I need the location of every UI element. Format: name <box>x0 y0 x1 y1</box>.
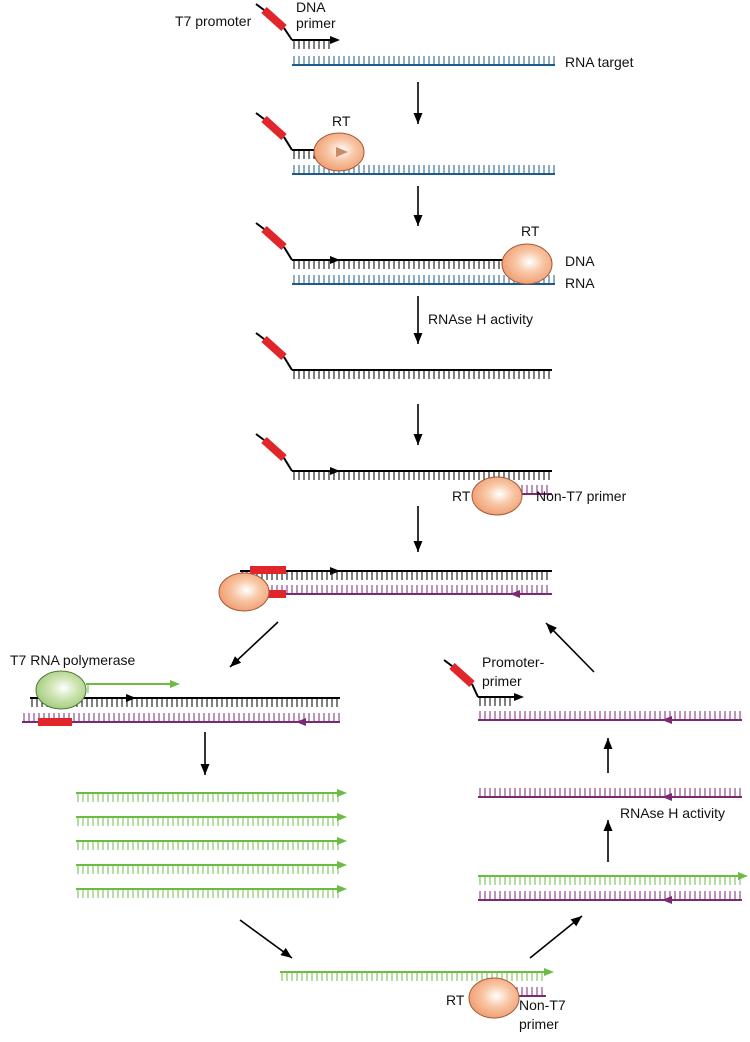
label-t7-promoter: T7 promoter <box>175 13 252 29</box>
rna-copy-arrowhead-2 <box>337 813 347 821</box>
purple-arrowhead-left <box>296 718 306 726</box>
label-t7-rna-polymerase: T7 RNA polymerase <box>10 652 135 668</box>
rna-copy-arrowhead-3 <box>337 837 347 845</box>
label-rna: RNA <box>565 275 595 291</box>
promoter-step5 <box>255 433 293 472</box>
cdna-right-top <box>478 711 742 721</box>
dna-arrowhead-step5 <box>330 467 340 475</box>
promoter-primer-strand <box>478 696 515 706</box>
rna-copy-arrowhead-4 <box>337 861 347 869</box>
t7-transcript <box>86 683 170 693</box>
rna-dna-top-right <box>478 875 742 885</box>
flow-arrow-11 <box>603 738 613 773</box>
rna-target-step1 <box>292 56 555 66</box>
dsdna-bottom-step6 <box>240 585 552 595</box>
strands-layer <box>22 3 748 1000</box>
label-rnase-h-activity-2: RNAse H activity <box>620 805 725 821</box>
promoter-step2 <box>255 112 293 151</box>
label-non-t7-primer-2-line2: primer <box>519 1016 559 1032</box>
label-non-t7-primer-1: Non-T7 primer <box>536 488 627 504</box>
rna-copy-bottom <box>280 971 546 981</box>
label-dna-primer-line2: primer <box>296 15 336 31</box>
cdna-right <box>478 788 742 798</box>
rna-copy-5 <box>76 888 340 898</box>
label-rt-step5: RT <box>452 488 471 504</box>
labels: T7 promoter DNA primer RNA target RT RT … <box>10 0 725 1032</box>
rt-enzyme-bottom <box>468 977 520 1019</box>
flow-arrow-4 <box>413 404 423 445</box>
label-dna: DNA <box>565 253 595 269</box>
dna-arrowhead-step6 <box>330 567 340 575</box>
rt-enzyme-step6 <box>218 572 270 612</box>
rt-enzyme-step3 <box>501 243 553 285</box>
rna-copy-bottom-arrowhead <box>544 968 554 976</box>
template-bottom-left <box>22 713 340 723</box>
flow-arrow-8 <box>239 919 293 959</box>
label-dna-primer-line1: DNA <box>296 0 326 15</box>
flow-arrow-10 <box>603 820 613 862</box>
label-promoter-primer-line2: primer <box>482 673 522 689</box>
promoter-step1 <box>255 3 293 41</box>
flow-arrow-9 <box>529 915 583 959</box>
promoter-step4 <box>255 332 293 371</box>
rna-arrowhead-right <box>738 872 748 880</box>
promoter-primer-arrowhead <box>514 693 524 701</box>
rt-arrowhead-step2 <box>336 147 348 157</box>
label-promoter-primer-line1: Promoter- <box>482 654 545 670</box>
rna-copy-3 <box>76 840 340 850</box>
rna-copy-arrowhead-5 <box>337 885 347 893</box>
rna-dna-bottom-right <box>478 891 742 901</box>
rna-copy-1 <box>76 792 340 802</box>
flow-arrow-6 <box>229 621 279 668</box>
purple-arrowhead-right-3 <box>662 716 672 724</box>
dna-arrowhead-step3 <box>330 256 340 264</box>
cdna-step4 <box>292 369 552 379</box>
dna-arrowhead-left <box>126 694 136 702</box>
label-rna-target: RNA target <box>565 54 634 70</box>
dsdna-top-step6 <box>240 570 552 580</box>
enzymes-layer <box>35 132 553 1019</box>
label-non-t7-primer-2-line1: Non-T7 <box>519 997 566 1013</box>
flow-arrow-2 <box>413 186 423 226</box>
t7-rna-polymerase <box>35 670 87 710</box>
flow-arrow-7 <box>200 732 210 775</box>
flow-arrow-12 <box>545 622 595 673</box>
purple-arrowhead-right-2 <box>662 793 672 801</box>
flow-arrow-1 <box>413 82 423 124</box>
rna-copy-2 <box>76 816 340 826</box>
purple-arrowhead-step6 <box>510 590 520 598</box>
rt-enzyme-step5 <box>471 476 523 516</box>
primer-arrowhead-step1 <box>330 36 340 44</box>
flow-arrow-3 <box>413 296 423 344</box>
flow-arrow-5 <box>413 506 423 552</box>
label-rt-step2: RT <box>332 113 351 129</box>
dna-primer-step1 <box>292 39 332 49</box>
rna-copy-arrowhead-1 <box>337 789 347 797</box>
rna-copy-4 <box>76 864 340 874</box>
label-rt-step3: RT <box>521 223 540 239</box>
label-rnase-h-activity-1: RNAse H activity <box>428 311 533 327</box>
promoter-primer-right <box>443 659 479 698</box>
flow-arrows <box>200 82 613 959</box>
transcript-arrowhead <box>170 680 180 688</box>
purple-arrowhead-right-1 <box>662 896 672 904</box>
label-rt-bottom: RT <box>446 992 465 1008</box>
promoter-step3 <box>255 222 293 261</box>
